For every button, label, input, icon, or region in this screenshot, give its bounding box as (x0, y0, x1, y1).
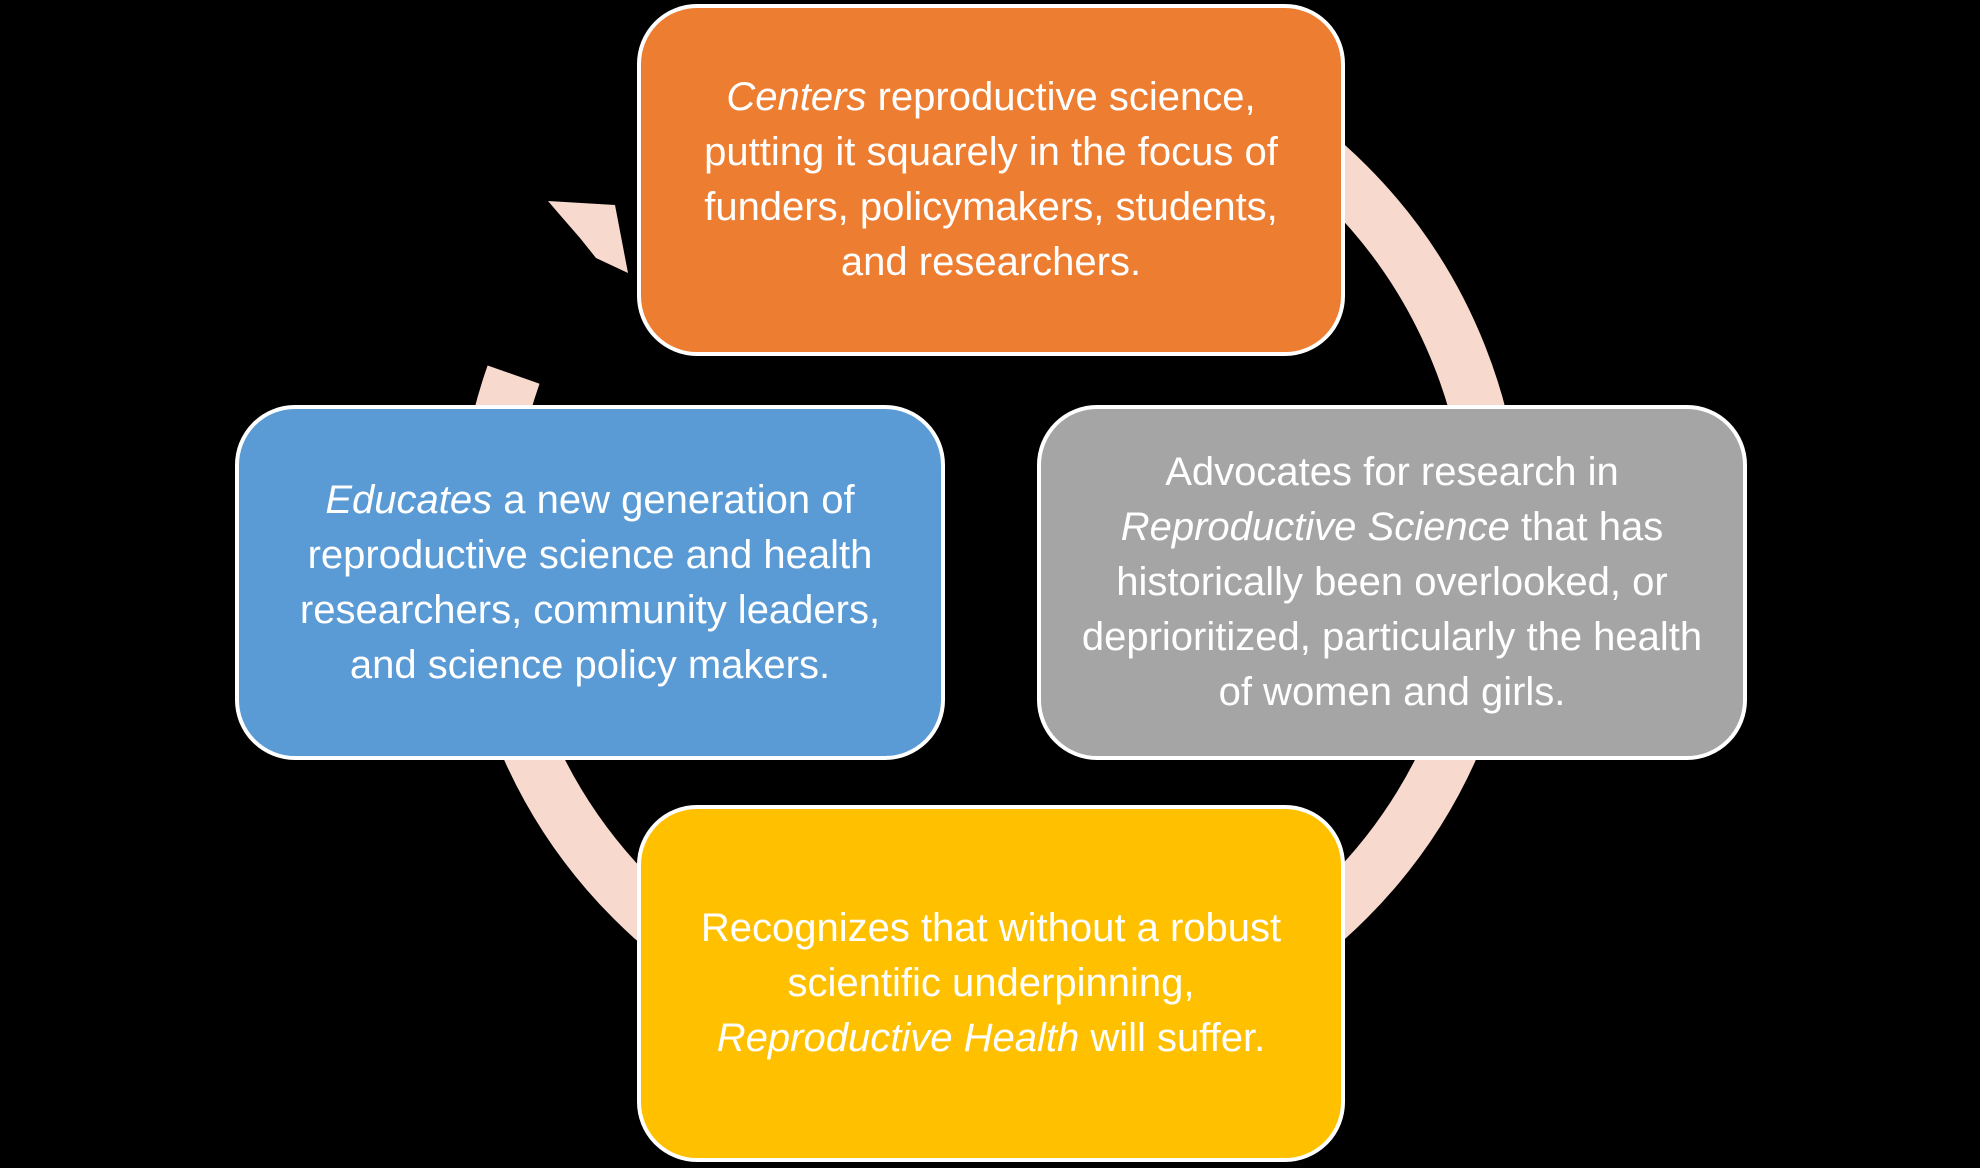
node-advocates-body: that has historically been overlooked, o… (1081, 505, 1703, 714)
node-recognizes-pre: Recognizes that without a robust scienti… (700, 906, 1282, 1005)
node-centers-emphasis: Centers (726, 75, 867, 119)
node-advocates-text: Advocates for research in Reproductive S… (1071, 445, 1713, 720)
node-educates: Educates a new generation of reproductiv… (235, 405, 945, 760)
node-recognizes-body: will suffer. (1079, 1016, 1266, 1060)
node-advocates: Advocates for research in Reproductive S… (1037, 405, 1747, 760)
node-centers-text: Centers reproductive science, putting it… (671, 70, 1311, 290)
node-advocates-emphasis: Reproductive Science (1120, 505, 1510, 549)
node-educates-body: a new generation of reproductive science… (299, 477, 881, 687)
node-advocates-pre: Advocates for research in (1165, 450, 1619, 494)
node-recognizes-emphasis: Reproductive Health (716, 1016, 1080, 1060)
node-centers-body: reproductive science, putting it squarel… (704, 75, 1278, 284)
node-centers: Centers reproductive science, putting it… (637, 4, 1345, 356)
node-recognizes: Recognizes that without a robust scienti… (637, 805, 1345, 1162)
node-educates-emphasis: Educates (325, 477, 493, 522)
node-educates-text: Educates a new generation of reproductiv… (269, 473, 911, 693)
arrowhead-icon (548, 201, 628, 273)
node-recognizes-text: Recognizes that without a robust scienti… (671, 901, 1311, 1066)
